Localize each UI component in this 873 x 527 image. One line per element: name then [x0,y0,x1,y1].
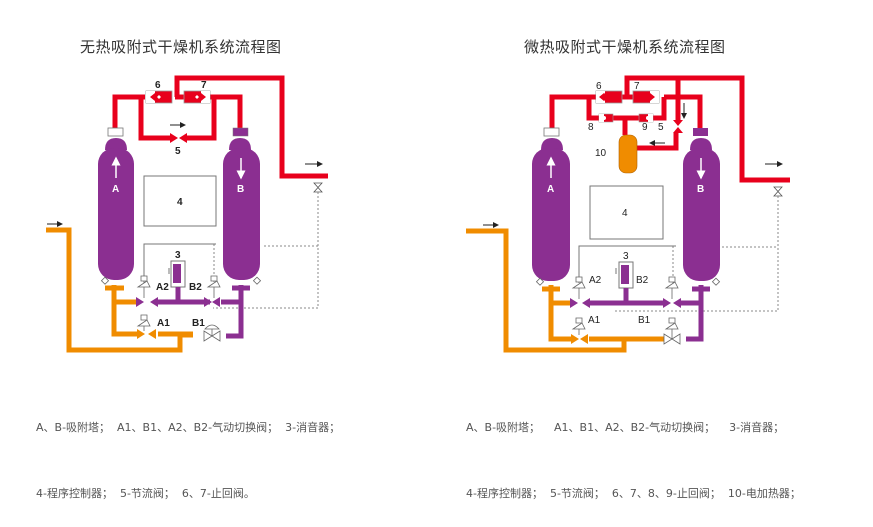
control-lines [213,192,319,309]
label-valve-b2: B2 [189,282,202,293]
flow-diagrams: 6 7 5 A [46,75,790,353]
muffler-3-right [615,261,634,289]
check-valve-9 [638,113,654,123]
left-legend-line-1: A、B-吸附塔； A1、B1、A2、B2-气动切换阀； 3-消音器； [36,421,341,434]
check-valve-7-right [632,90,660,104]
check-valve-6-right [595,90,623,104]
label-valve-b2-right: B2 [636,275,649,286]
label-9: 9 [642,122,648,133]
label-3-right: 3 [623,251,629,262]
right-diagram-title: 微热吸附式干燥机系统流程图 [524,38,726,56]
label-10: 10 [595,148,607,159]
right-legend: A、B-吸附塔； A1、B1、A2、B2-气动切换阀； 3-消音器； 4-程序控… [466,373,801,527]
label-5-right: 5 [658,122,664,133]
left-diagram: 6 7 5 A [46,75,328,353]
tower-a-label: A [112,184,119,195]
tower-B: B [223,127,260,280]
tower-A: A [98,127,134,280]
valve-actuators [100,275,262,342]
drain-valve-icon-right [773,186,783,197]
valve-actuators-right [535,276,721,345]
right-diagram: 6 7 8 9 5 10 A B [466,75,790,353]
label-valve-b1: B1 [192,318,205,329]
controller-4 [143,175,217,227]
label-6: 6 [155,80,161,91]
right-legend-line-2: 4-程序控制器； 5-节流阀； 6、7、8、9-止回阀； 10-电加热器； [466,487,801,500]
tower-A-right: A [532,127,570,281]
tower-b-label: B [237,184,244,195]
label-6-right: 6 [596,81,602,92]
label-4: 4 [177,197,183,208]
left-legend-line-2: 4-程序控制器； 5-节流阀； 6、7-止回阀。 [36,487,255,500]
label-valve-b1-right: B1 [638,315,651,326]
tower-b-label-right: B [697,184,704,195]
label-7-right: 7 [634,81,640,92]
drain-valve-icon [313,182,323,193]
label-5: 5 [175,146,181,157]
right-regen-piping [590,285,710,342]
label-valve-a2-right: A2 [589,275,602,286]
label-valve-a1-right: A1 [588,315,601,326]
right-wet-air-piping [466,228,665,353]
left-diagram-title: 无热吸附式干燥机系统流程图 [80,38,282,56]
right-dry-air-piping [549,75,790,183]
check-valve-8 [598,113,614,123]
check-valve-7 [183,90,211,104]
left-regen-piping [158,285,250,339]
throttle-valve-5-right [673,120,683,126]
left-legend: A、B-吸附塔； A1、B1、A2、B2-气动切换阀； 3-消音器； 4-程序控… [36,373,340,527]
right-legend-line-1: A、B-吸附塔； A1、B1、A2、B2-气动切换阀； 3-消音器； [466,421,785,434]
tower-B-right: B [683,128,720,281]
throttle-valve-5 [170,133,187,143]
muffler-3 [168,260,186,288]
label-valve-a2: A2 [156,282,169,293]
label-3: 3 [175,250,181,261]
label-7: 7 [201,80,207,91]
tower-a-label-right: A [547,184,554,195]
check-valve-6 [145,90,173,104]
heater-10 [618,134,638,174]
controller-4-right [589,185,664,240]
label-4-right: 4 [622,208,628,219]
label-valve-a1: A1 [157,318,170,329]
label-8: 8 [588,122,594,133]
left-dry-air-piping [112,75,328,179]
